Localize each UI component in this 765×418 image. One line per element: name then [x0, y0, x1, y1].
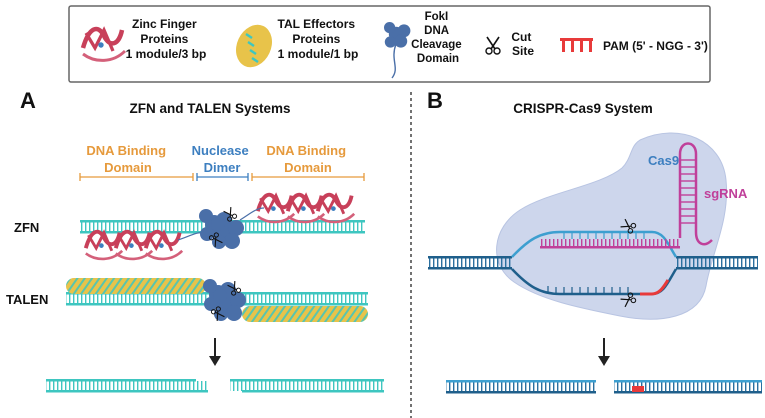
svg-text:DNA Binding Domain: DNA Binding Domain	[266, 143, 349, 175]
panel-b-dna-bottom-strand	[511, 268, 678, 296]
dna-binding-right-line1: DNA Binding	[266, 143, 346, 158]
zfn-label: ZFN	[14, 220, 39, 235]
svg-text:FokI DNA Cleavage: FokI DNA Cleavage Domain	[411, 11, 465, 65]
zinc-finger-line3: 1 module/3 bp	[126, 47, 207, 61]
panel-b-title: CRISPR-Cas9 System	[513, 101, 653, 116]
talen-foki-dimer	[203, 279, 246, 321]
panel-b-dna-left	[428, 256, 512, 270]
tal-effector-legend-icon	[236, 24, 272, 68]
zinc-finger-line1: Zinc Finger	[132, 17, 197, 31]
panel-b-dna-right	[676, 256, 758, 270]
domain-brackets	[79, 173, 365, 181]
foki-line4: Domain	[417, 53, 459, 65]
panel-b-cleaved-dna-left	[446, 380, 596, 394]
panel-a-letter: A	[20, 88, 36, 113]
pam-icon	[560, 38, 593, 52]
tal-line2: Proteins	[292, 32, 340, 46]
nuclease-dimer-line2: Dimer	[204, 160, 241, 175]
panel-b-arrow	[598, 338, 610, 366]
foki-line3: Cleavage	[411, 39, 462, 51]
svg-text:Cut Site: Cut Site	[511, 30, 534, 58]
dna-binding-left-line1: DNA Binding	[86, 143, 166, 158]
panel-b-guide-rna-strand	[540, 239, 680, 249]
pam-site	[640, 279, 670, 296]
nuclease-dimer-line1: Nuclease	[192, 143, 249, 158]
panel-b-cleaved-dna-right	[614, 380, 762, 394]
foki-line2: DNA	[424, 25, 449, 37]
zfn-zinc-fingers-left	[83, 229, 207, 261]
cut-site-line2: Site	[512, 44, 534, 58]
cas9-protein	[496, 132, 728, 320]
foki-line1: FokI	[425, 11, 449, 23]
zfn-zinc-fingers-right	[239, 192, 357, 224]
talen-tal-effectors-left	[66, 278, 215, 297]
svg-text:TAL Effectors Proteins: TAL Effectors Proteins 1 module/1 bp	[278, 17, 359, 61]
panel-a-title: ZFN and TALEN Systems	[129, 101, 290, 116]
zinc-finger-line2: Proteins	[140, 32, 188, 46]
sgrna-hairpin	[678, 142, 713, 246]
panel-a-cleaved-dna-right	[230, 379, 384, 393]
dna-binding-left-line2: Domain	[104, 160, 152, 175]
cut-site-line1: Cut	[511, 30, 531, 44]
foki-legend-icon	[384, 22, 411, 79]
tal-line1: TAL Effectors	[278, 17, 356, 31]
svg-text:DNA Binding Domain: DNA Binding Domain	[86, 143, 169, 175]
dna-binding-right-line2: Domain	[284, 160, 332, 175]
sgrna-label: sgRNA	[704, 186, 748, 201]
panel-a-arrow	[209, 338, 221, 366]
panel-b-letter: B	[427, 88, 443, 113]
panel-a-cleaved-dna-left	[46, 379, 208, 393]
pam-label: PAM (5' - NGG - 3')	[603, 39, 708, 53]
tal-line3: 1 module/1 bp	[278, 47, 359, 61]
svg-text:Nuclease Dimer: Nuclease Dimer	[192, 143, 253, 175]
talen-tal-effectors-right	[242, 306, 368, 322]
svg-text:Zinc Finger Proteins 1: Zinc Finger Proteins 1 module/3 bp	[126, 17, 207, 61]
zfn-foki-dimer	[199, 209, 244, 249]
cas9-label: Cas9	[648, 153, 679, 168]
talen-label: TALEN	[6, 292, 48, 307]
